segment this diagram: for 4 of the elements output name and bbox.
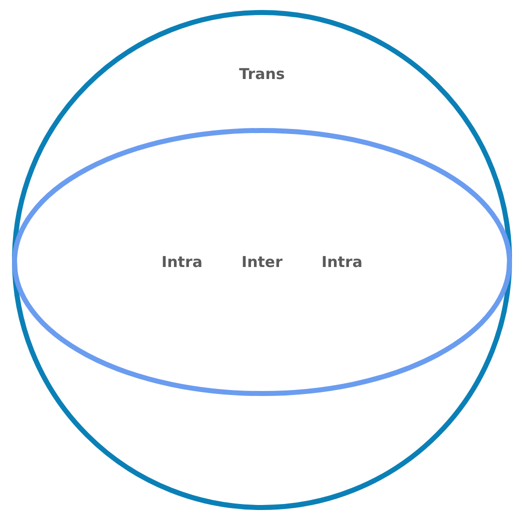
- region-label: Trans: [239, 65, 285, 83]
- region-label: Inter: [242, 253, 282, 271]
- region-label: Intra: [322, 253, 362, 271]
- region-label: Intra: [162, 253, 202, 271]
